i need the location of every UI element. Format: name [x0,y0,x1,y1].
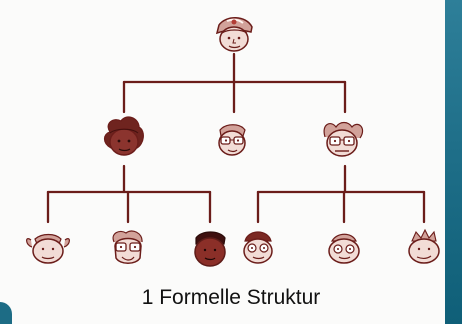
cap-face-icon [215,17,253,52]
diagram-caption: 1 Formelle Struktur [141,286,321,309]
pigtails-face-icon [26,233,70,264]
curly-dark-face-icon [103,116,144,156]
dark-face-icon [194,231,226,267]
bottom-left-blue-corner [0,302,12,324]
beanie-face-icon [243,231,273,264]
bald-glasses-face-icon [323,121,364,157]
glasses-face-icon [218,124,246,156]
glasses-long-face-icon [112,230,143,264]
round-glasses-face-icon [328,233,360,264]
connector-lines [46,52,426,224]
spiky-face-icon [408,228,440,264]
right-blue-edge [445,0,462,324]
